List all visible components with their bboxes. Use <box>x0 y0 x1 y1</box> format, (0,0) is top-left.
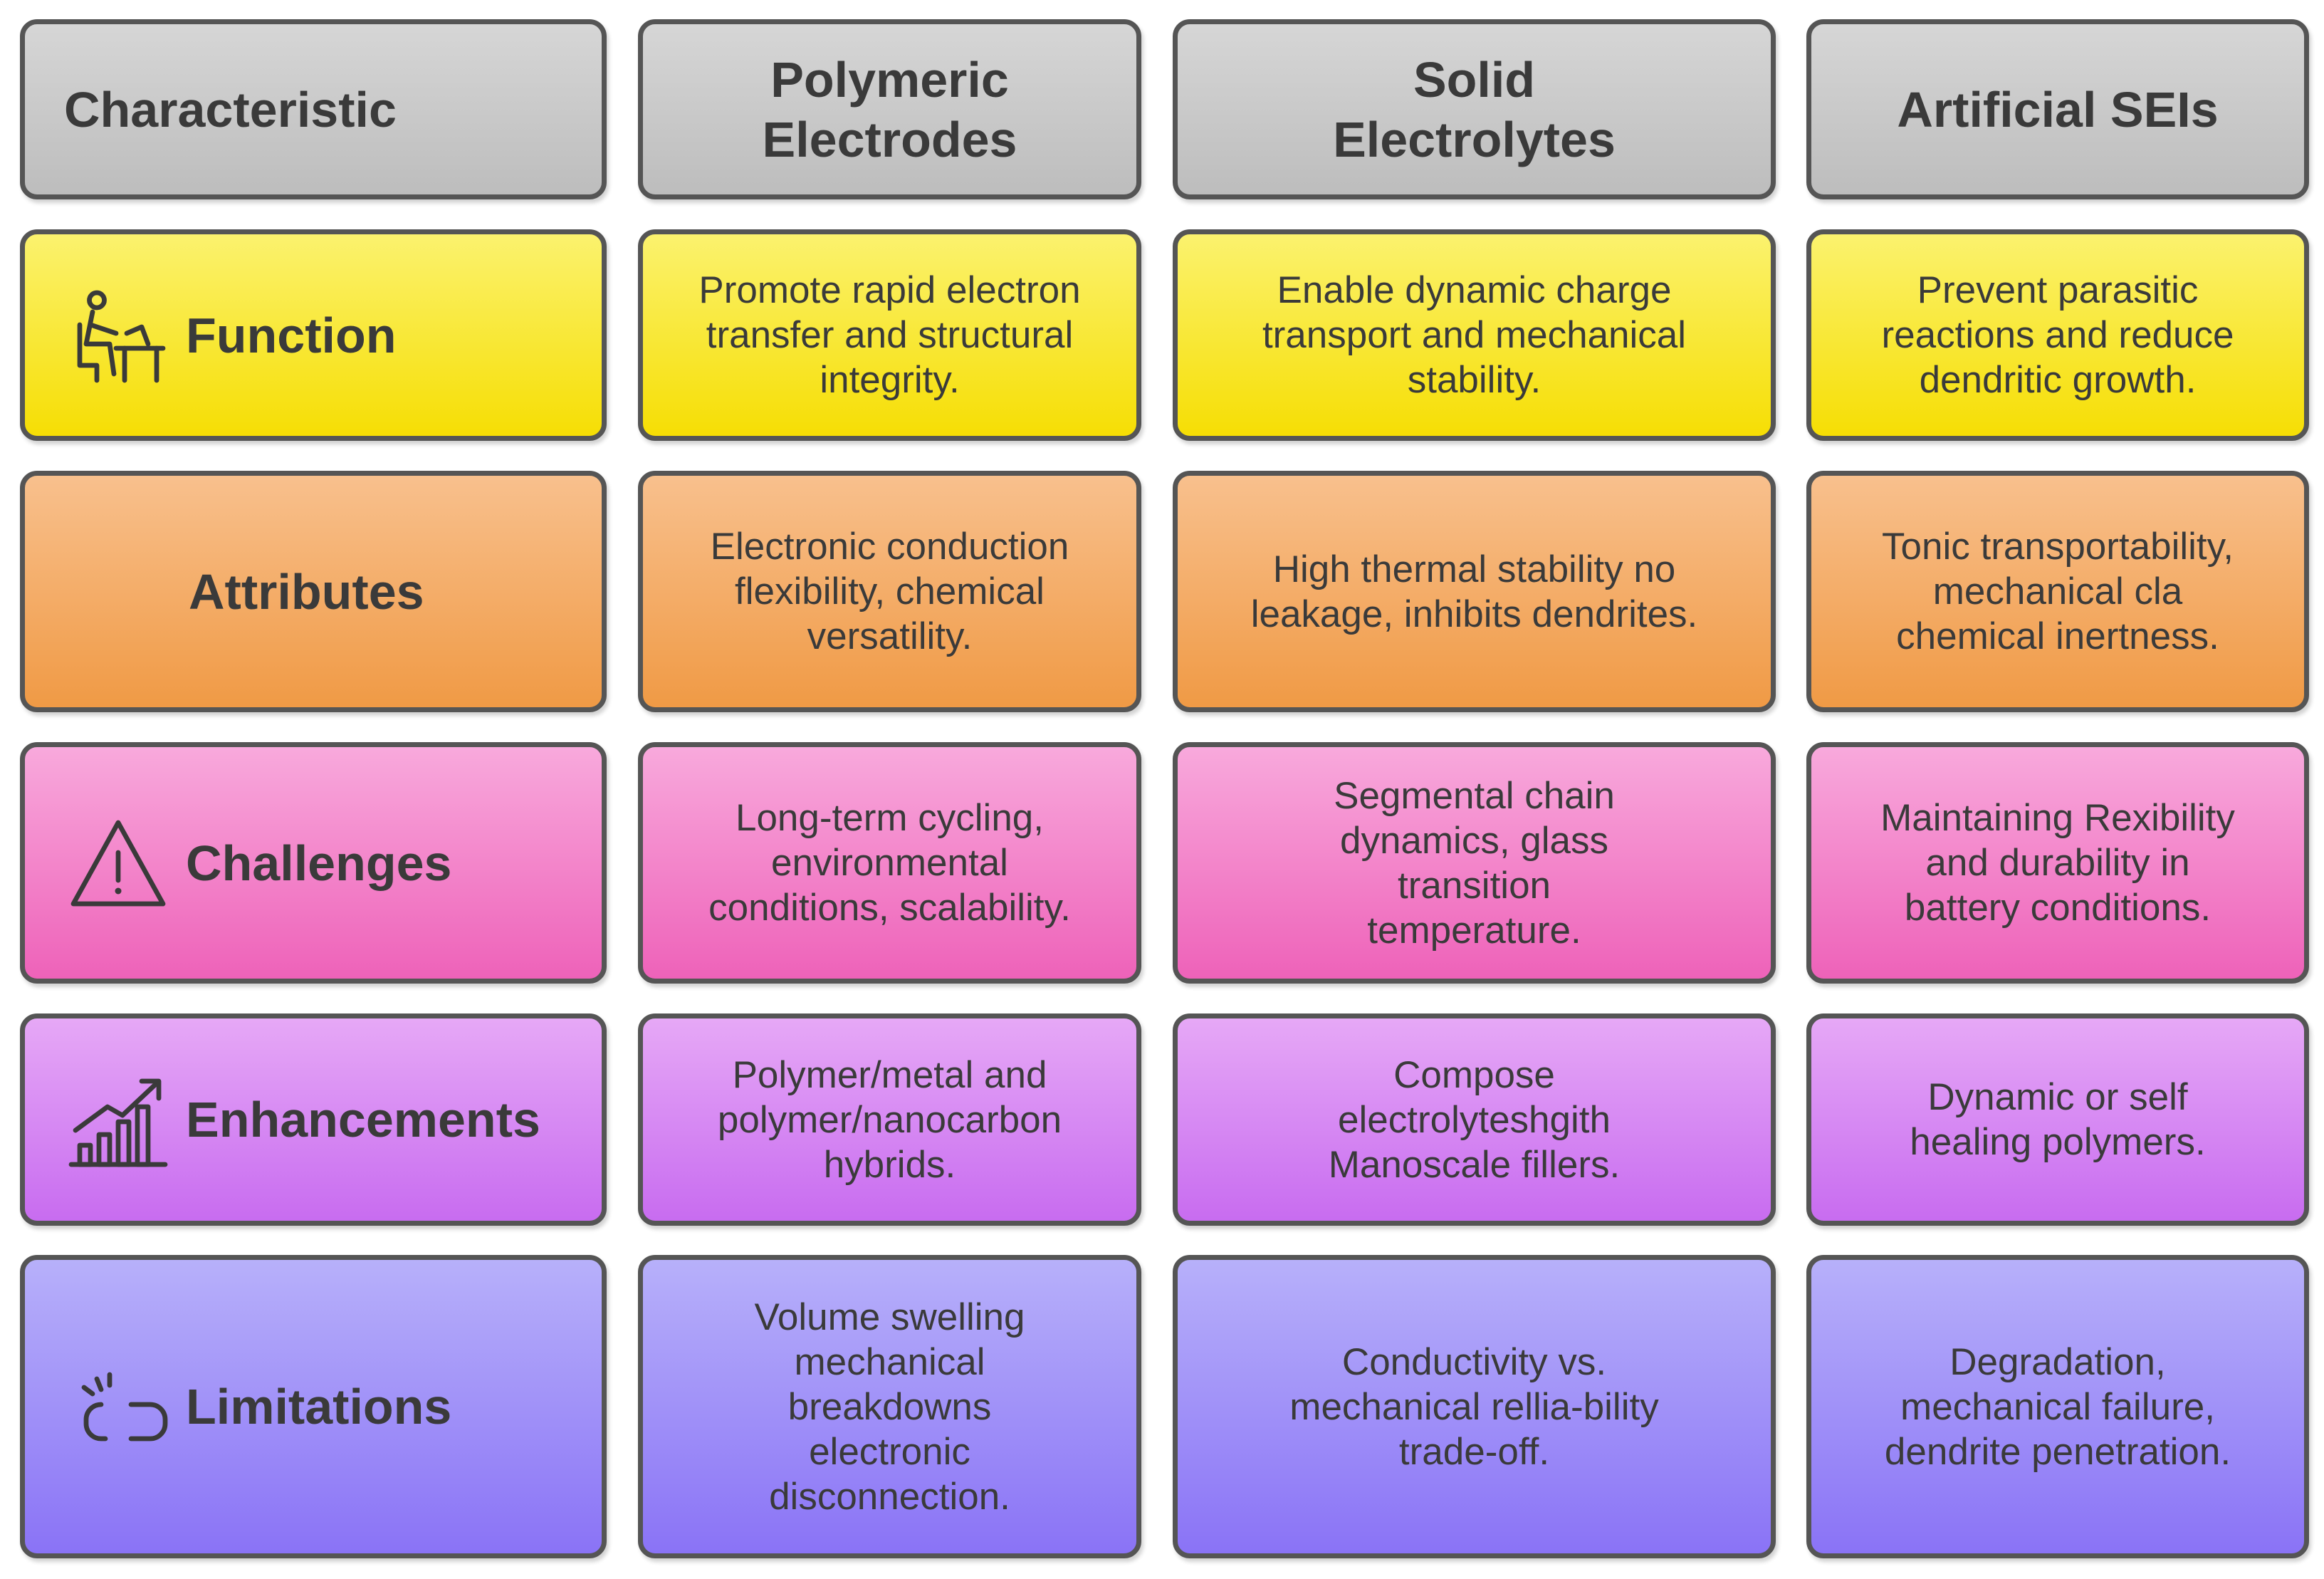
header-characteristic-label: Characteristic <box>64 81 397 137</box>
cell-text: Polymer/metal and polymer/nanocarbon hyb… <box>717 1053 1062 1186</box>
cell-text: Conductivity vs. mechanical rellia-bilit… <box>1289 1340 1659 1473</box>
cell-text: Degradation, mechanical failure, dendrit… <box>1884 1340 2231 1473</box>
header-col2-label: Solid Electrolytes <box>1333 51 1616 167</box>
warning-triangle-icon <box>65 810 172 917</box>
header-col1-label: Polymeric Electrodes <box>762 51 1017 167</box>
cell-attributes-sei: Tonic transportability, mechanical cla c… <box>1806 471 2309 712</box>
cell-function-sei: Prevent parasitic reactions and reduce d… <box>1806 229 2309 441</box>
cell-text: Prevent parasitic reactions and reduce d… <box>1881 269 2234 401</box>
cell-limitations-solid: Conductivity vs. mechanical rellia-bilit… <box>1173 1255 1776 1558</box>
header-characteristic: Characteristic <box>20 19 607 199</box>
cell-text: Long-term cycling, environmental conditi… <box>708 797 1071 929</box>
cell-function-solid: Enable dynamic charge transport and mech… <box>1173 229 1776 441</box>
cell-text: Volume swelling mechanical breakdowns el… <box>754 1296 1025 1518</box>
row-label-text: Challenges <box>186 835 452 891</box>
row-label-challenges: Challenges <box>20 742 607 984</box>
header-solid-electrolytes: Solid Electrolytes <box>1173 19 1776 199</box>
cell-enhancements-sei: Dynamic or self healing polymers. <box>1806 1013 2309 1226</box>
row-label-enhancements: Enhancements <box>20 1013 607 1226</box>
growth-chart-icon <box>65 1066 172 1173</box>
cell-text: Segmental chain dynamics, glass transiti… <box>1334 774 1615 952</box>
cell-challenges-sei: Maintaining Rexibility and durability in… <box>1806 742 2309 984</box>
cell-challenges-solid: Segmental chain dynamics, glass transiti… <box>1173 742 1776 984</box>
row-label-attributes: Attributes <box>20 471 607 712</box>
row-label-text: Enhancements <box>186 1092 540 1147</box>
header-col3-label: Artificial SEIs <box>1897 81 2219 137</box>
cell-enhancements-polymeric: Polymer/metal and polymer/nanocarbon hyb… <box>638 1013 1141 1226</box>
cell-challenges-polymeric: Long-term cycling, environmental conditi… <box>638 742 1141 984</box>
row-label-limitations: Limitations <box>20 1255 607 1558</box>
cell-attributes-polymeric: Electronic conduction flexibility, chemi… <box>638 471 1141 712</box>
cell-text: Electronic conduction flexibility, chemi… <box>710 526 1069 657</box>
cell-text: Dynamic or self healing polymers. <box>1910 1076 2206 1163</box>
row-label-text: Attributes <box>189 563 424 620</box>
cell-text: Compose electrolyteshgith Manoscale fill… <box>1328 1053 1621 1186</box>
broken-link-icon <box>65 1353 172 1460</box>
cell-attributes-solid: High thermal stability no leakage, inhib… <box>1173 471 1776 712</box>
header-polymeric-electrodes: Polymeric Electrodes <box>638 19 1141 199</box>
cell-text: Promote rapid electron transfer and stru… <box>698 269 1081 401</box>
cell-function-polymeric: Promote rapid electron transfer and stru… <box>638 229 1141 441</box>
cell-limitations-polymeric: Volume swelling mechanical breakdowns el… <box>638 1255 1141 1558</box>
cell-text: High thermal stability no leakage, inhib… <box>1250 548 1698 635</box>
cell-enhancements-solid: Compose electrolyteshgith Manoscale fill… <box>1173 1013 1776 1226</box>
header-artificial-seis: Artificial SEIs <box>1806 19 2309 199</box>
row-label-function: Function <box>20 229 607 441</box>
cell-limitations-sei: Degradation, mechanical failure, dendrit… <box>1806 1255 2309 1558</box>
cell-text: Enable dynamic charge transport and mech… <box>1262 269 1687 401</box>
cell-text: Maintaining Rexibility and durability in… <box>1880 797 2235 929</box>
person-at-desk-icon <box>65 282 172 389</box>
row-label-text: Function <box>186 307 397 363</box>
row-label-text: Limitations <box>186 1379 452 1434</box>
cell-text: Tonic transportability, mechanical cla c… <box>1882 526 2234 657</box>
